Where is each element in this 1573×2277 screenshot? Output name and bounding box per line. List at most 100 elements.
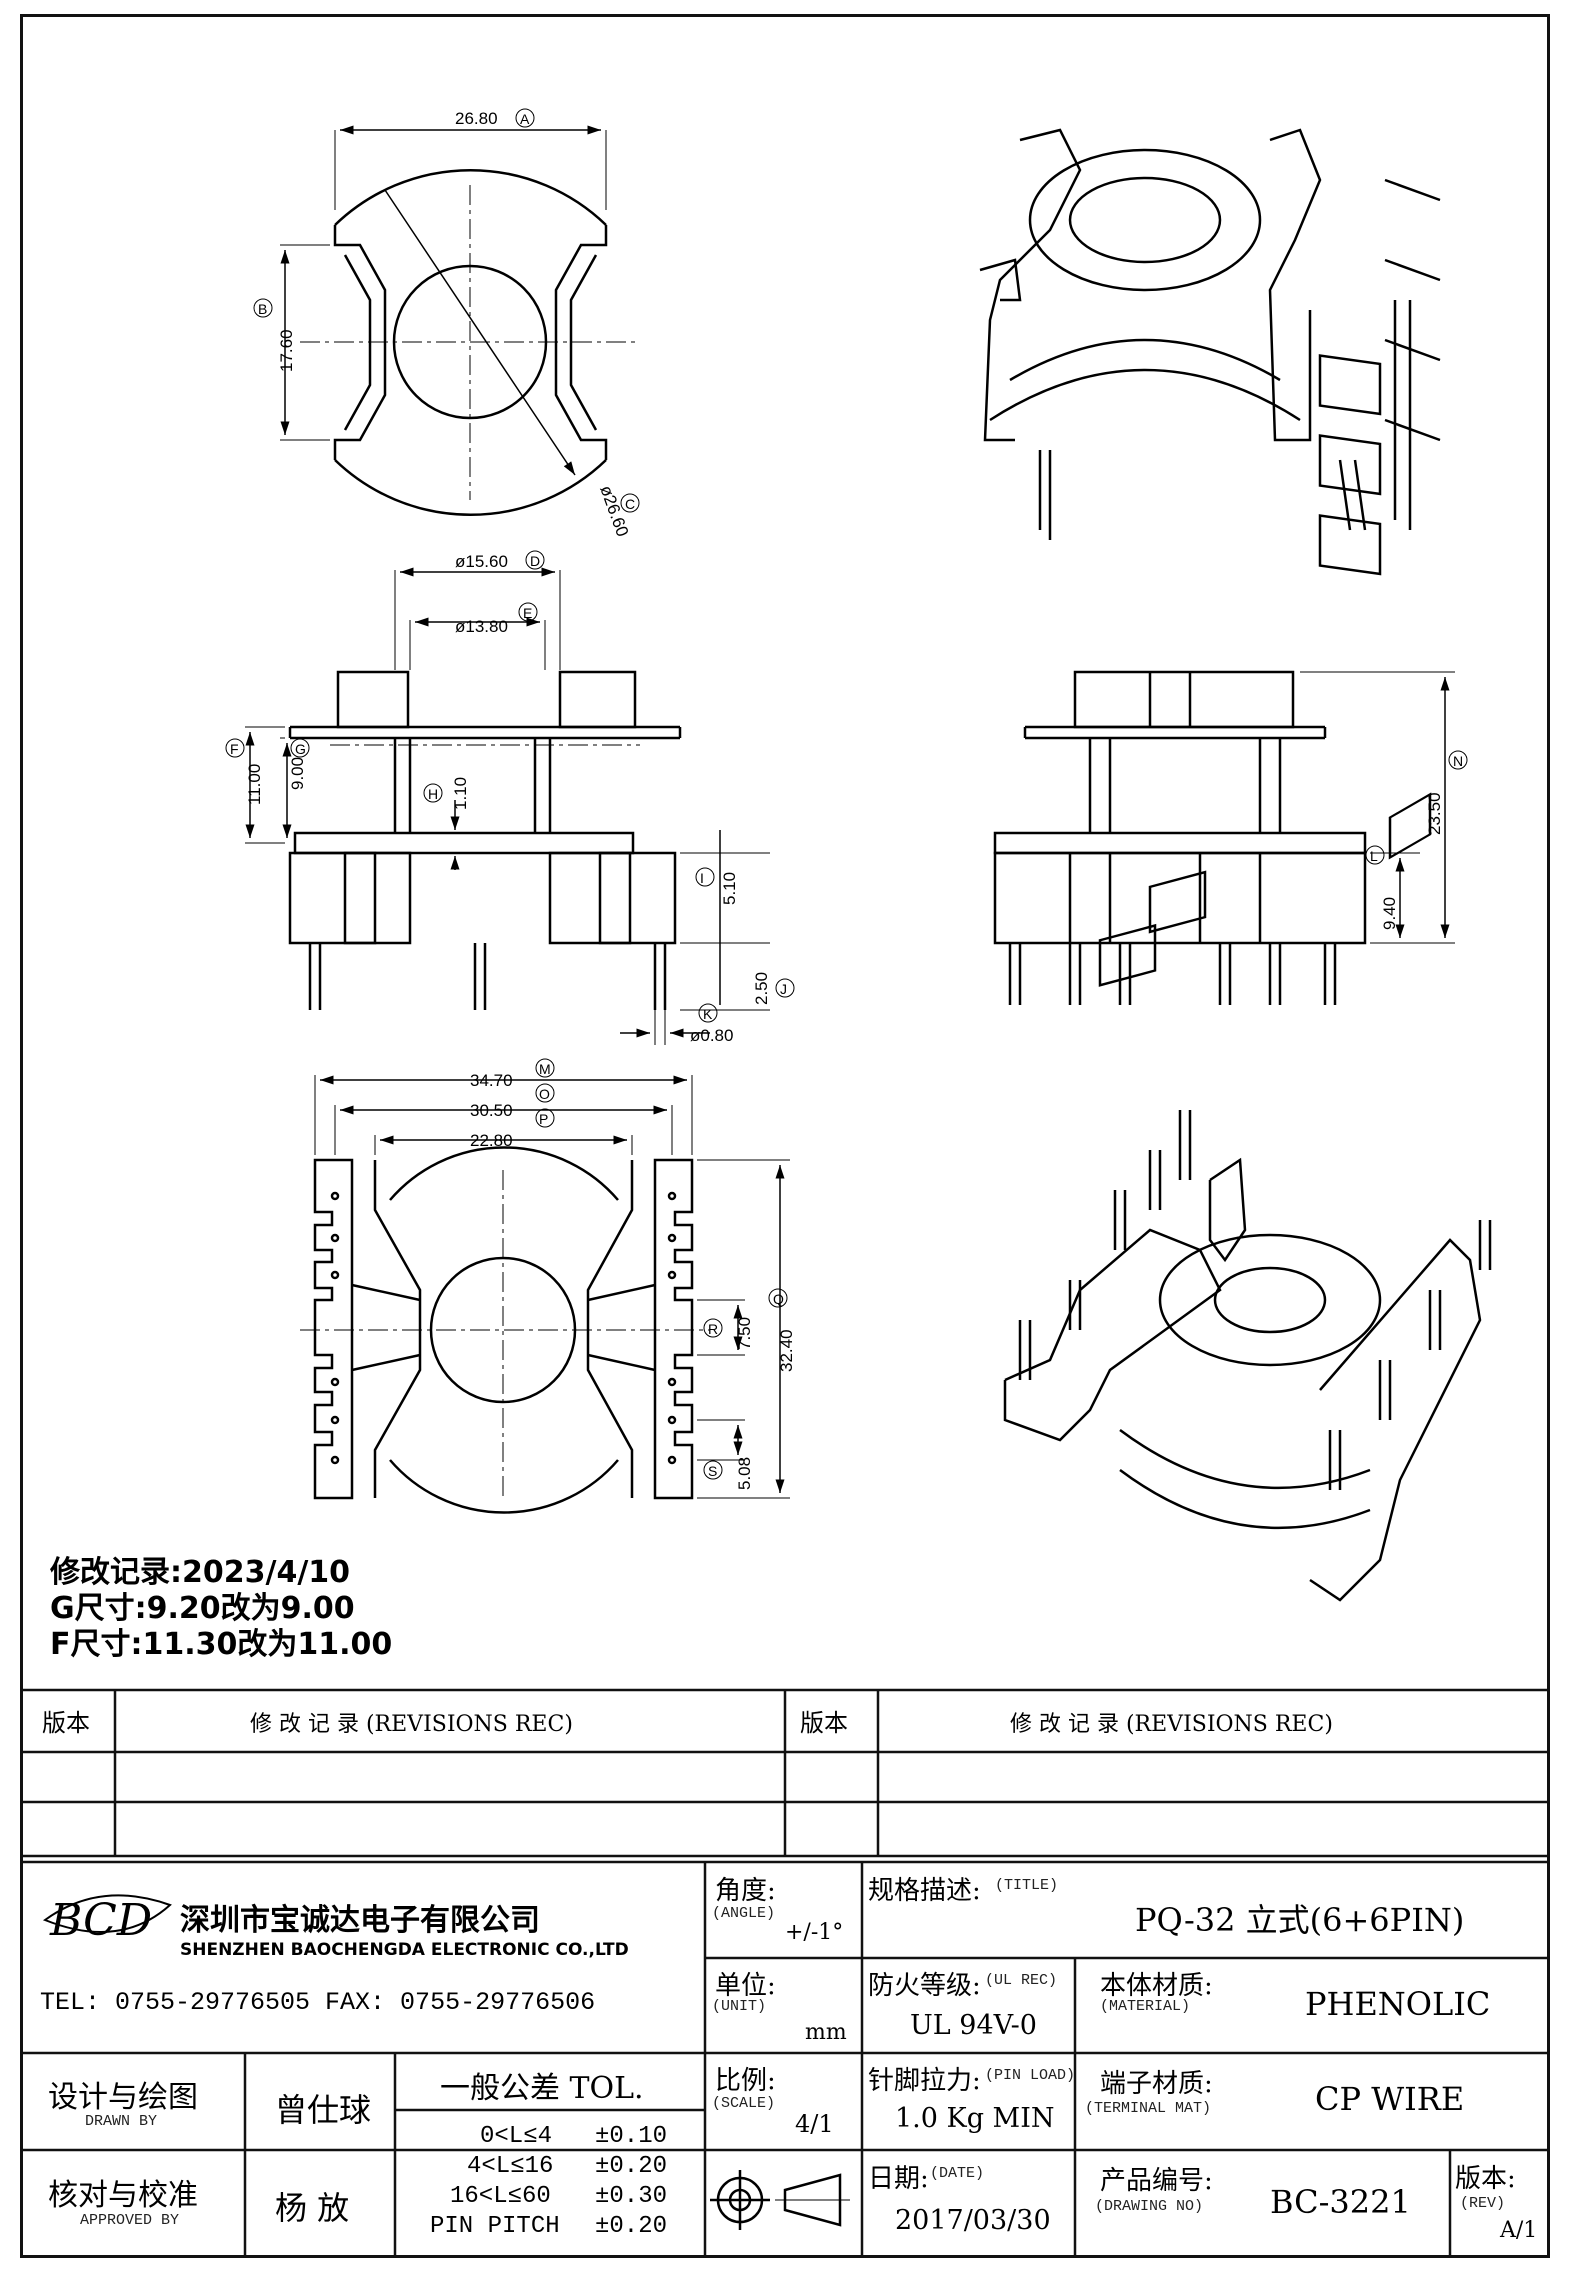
rev-value: A/1 — [1500, 2218, 1538, 2243]
dim-C-letter: C — [625, 496, 635, 512]
dim-F-letter: F — [230, 741, 239, 757]
dim-A-letter: A — [520, 111, 530, 127]
angle-value: +/-1° — [785, 1920, 844, 1945]
company-tel-fax: TEL: 0755-29776505 FAX: 0755-29776506 — [40, 1988, 596, 2017]
terminal-label: 端子材质: — [1100, 2069, 1213, 2099]
dim-R-letter: R — [708, 1321, 718, 1337]
dim-S-value: 5.08 — [735, 1457, 754, 1490]
dim-Q-value: 32.40 — [777, 1329, 796, 1372]
revision-note-line1: 修改记录:2023/4/10 — [50, 1555, 351, 1590]
revisions-right-record-header: 修 改 记 录 (REVISIONS REC) — [1010, 1712, 1333, 1737]
dim-M-value: 34.70 — [470, 1071, 513, 1090]
logo-text: BCD — [49, 1895, 152, 1946]
dim-D-letter: D — [530, 553, 540, 569]
pin-load-label-en: (PIN LOAD) — [985, 2067, 1076, 2084]
bottom-view-dim-labels: 34.70 M 30.50 O 22.80 P 32.40 Q 7.50 R 5… — [470, 1058, 796, 1490]
pin-load-value: 1.0 Kg MIN — [895, 2103, 1055, 2134]
dim-N-letter: N — [1453, 753, 1463, 769]
pin-load-label: 针脚拉力: — [868, 2066, 981, 2096]
ul-label: 防火等级: — [868, 1971, 981, 2001]
revisions-left-version-header: 版本 — [42, 1709, 90, 1737]
unit-label: 单位: — [715, 1971, 776, 2001]
dim-S-letter: S — [708, 1463, 717, 1479]
unit-label-en: (UNIT) — [712, 1998, 767, 2015]
dim-K-letter: K — [703, 1006, 713, 1022]
dim-L-letter: L — [1370, 848, 1378, 864]
ul-value: UL 94V-0 — [910, 2010, 1037, 2041]
title-label-en: (TITLE) — [995, 1877, 1059, 1894]
tolerance-value-3: ±0.20 — [595, 2213, 668, 2240]
dim-O-letter: O — [539, 1086, 550, 1102]
bottom-view — [300, 1075, 790, 1514]
revisions-left-record-header: 修 改 记 录 (REVISIONS REC) — [250, 1712, 573, 1737]
dim-A-value: 26.80 — [455, 109, 498, 128]
dim-E-value: ø13.80 — [455, 617, 508, 636]
drawing-no-label-en: (DRAWING NO) — [1095, 2198, 1204, 2215]
dim-R-value: 7.50 — [735, 1317, 754, 1350]
drawing-no-value: BC-3221 — [1270, 2183, 1411, 2221]
revision-note-line3: F尺寸:11.30改为11.00 — [50, 1627, 393, 1662]
dim-D-value: ø15.60 — [455, 552, 508, 571]
dim-H-value: 1.10 — [451, 777, 470, 810]
dim-B-letter: B — [258, 301, 267, 317]
dim-M-letter: M — [539, 1061, 551, 1077]
dim-L-value: 9.40 — [1380, 897, 1399, 930]
isometric-view-top — [979, 128, 1441, 576]
approved-by-label: 核对与校准 — [48, 2178, 198, 2213]
side-view-dim-labels: ø15.60 D ø13.80 E 11.00 F 9.00 G 1.10 H … — [225, 550, 795, 1045]
date-value: 2017/03/30 — [895, 2205, 1051, 2236]
tolerance-range-3: PIN PITCH — [430, 2213, 560, 2240]
angle-label: 角度: — [715, 1876, 776, 1906]
drawn-by-label-en: DRAWN BY — [85, 2113, 158, 2130]
scale-value: 4/1 — [795, 2110, 834, 2138]
material-label-en: (MATERIAL) — [1100, 1998, 1191, 2015]
dim-H-letter: H — [428, 786, 438, 802]
tolerance-range-1: 4<L≤16 — [467, 2153, 554, 2180]
tolerance-range-0: 0<L≤4 — [480, 2123, 553, 2150]
revision-note-line2: G尺寸:9.20改为9.00 — [50, 1591, 355, 1626]
company-logo: BCD — [42, 1894, 172, 1946]
dim-Q-letter: Q — [773, 1291, 784, 1307]
dim-J-value: 2.50 — [752, 972, 771, 1005]
projection-symbol — [710, 2170, 850, 2230]
drawn-by-label: 设计与绘图 — [48, 2080, 198, 2115]
dim-G-letter: G — [295, 741, 306, 757]
dim-I-value: 5.10 — [720, 872, 739, 905]
scale-label-en: (SCALE) — [712, 2095, 776, 2112]
company-name-cn: 深圳市宝诚达电子有限公司 — [180, 1903, 540, 1938]
dim-O-value: 30.50 — [470, 1101, 513, 1120]
ul-label-en: (UL REC) — [985, 1972, 1058, 1989]
title-block-grid — [20, 1688, 1550, 2258]
top-view — [280, 125, 640, 517]
dim-P-value: 22.80 — [470, 1131, 513, 1150]
rev-label-en: (REV) — [1460, 2195, 1506, 2212]
dim-E-letter: E — [523, 605, 532, 621]
drawing-frame — [20, 14, 1550, 2258]
title-label: 规格描述: — [868, 1876, 981, 1906]
date-label-en: (DATE) — [930, 2165, 985, 2182]
tolerance-value-0: ±0.10 — [595, 2123, 668, 2150]
dim-P-letter: P — [539, 1111, 548, 1127]
top-view-dim-labels: 26.80 A 17.60 B ø26.60 C — [253, 108, 640, 539]
side-view-left — [245, 567, 770, 1045]
dim-F-value: 11.00 — [245, 764, 264, 805]
approved-by-label-en: APPROVED BY — [80, 2212, 180, 2229]
side-view-right-dim-labels: 23.50 N 9.40 L — [1365, 750, 1468, 930]
rev-label: 版本: — [1455, 2164, 1516, 2194]
dim-K-value: ø0.80 — [690, 1026, 733, 1045]
dim-N-value: 23.50 — [1425, 792, 1444, 835]
company-name-en: SHENZHEN BAOCHENGDA ELECTRONIC CO.,LTD — [180, 1940, 629, 1960]
dim-I-letter: I — [700, 870, 704, 886]
unit-value: mm — [805, 2020, 847, 2045]
title-value: PQ-32 立式(6+6PIN) — [1135, 1901, 1465, 1939]
tolerance-value-1: ±0.20 — [595, 2153, 668, 2180]
terminal-label-en: (TERMINAL MAT) — [1085, 2100, 1212, 2117]
dim-J-letter: J — [780, 981, 787, 997]
tolerance-header: 一般公差 TOL. — [440, 2071, 644, 2106]
material-value: PHENOLIC — [1305, 1985, 1491, 2023]
dim-G-value: 9.00 — [288, 757, 307, 790]
tolerance-value-2: ±0.30 — [595, 2183, 668, 2210]
approved-by-value: 杨 放 — [275, 2189, 350, 2227]
drawing-no-label: 产品编号: — [1100, 2166, 1213, 2196]
